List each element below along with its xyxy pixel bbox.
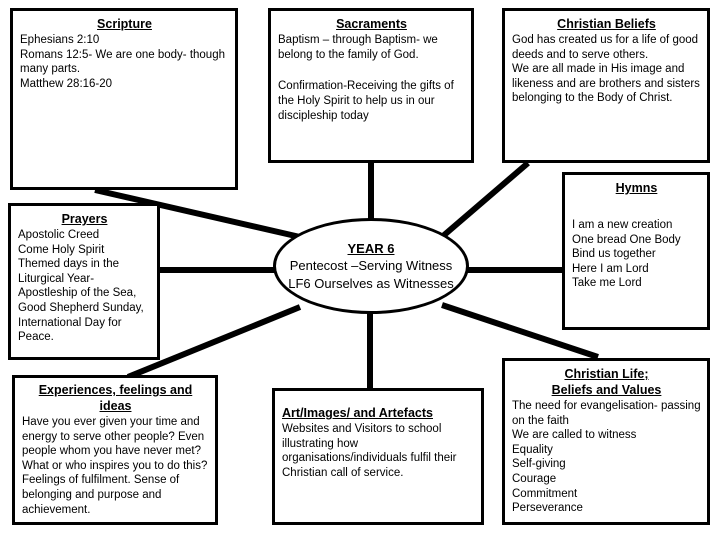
- node-hymns-title: Hymns: [615, 181, 658, 195]
- node-prayers[interactable]: Prayers Apostolic Creed Come Holy Spirit…: [8, 203, 160, 360]
- node-center-body: Pentecost –Serving Witness LF6 Ourselves…: [288, 257, 454, 291]
- node-prayers-body: Apostolic Creed Come Holy Spirit Themed …: [18, 229, 144, 344]
- node-sacraments-title: Sacraments: [336, 17, 407, 31]
- node-christian-beliefs[interactable]: Christian Beliefs God has created us for…: [502, 8, 710, 163]
- node-center-title: YEAR 6: [347, 240, 395, 256]
- node-art-body: Websites and Visitors to school illustra…: [282, 423, 457, 479]
- node-experiences-title: Experiences, feelings and ideas: [38, 383, 193, 413]
- node-scripture-body: Ephesians 2:10 Romans 12:5- We are one b…: [20, 34, 225, 90]
- node-experiences-feelings-ideas[interactable]: Experiences, feelings and ideas Have you…: [12, 375, 218, 525]
- node-christian-life-body: The need for evangelisation- passing on …: [512, 400, 701, 515]
- node-sacraments[interactable]: Sacraments Baptism – through Baptism- we…: [268, 8, 474, 163]
- node-scripture[interactable]: Scripture Ephesians 2:10 Romans 12:5- We…: [10, 8, 238, 190]
- node-christian-life-title: Christian Life; Beliefs and Values: [551, 367, 662, 397]
- node-sacraments-body: Baptism – through Baptism- we belong to …: [278, 34, 454, 123]
- node-hymns-body: I am a new creation One bread One Body B…: [572, 219, 681, 290]
- node-christian-life-beliefs-values[interactable]: Christian Life; Beliefs and Values The n…: [502, 358, 710, 525]
- node-experiences-body: Have you ever given your time and energy…: [22, 416, 208, 516]
- node-art-images-artefacts[interactable]: Art/Images/ and Artefacts Websites and V…: [272, 388, 484, 525]
- node-center-topic[interactable]: YEAR 6 Pentecost –Serving Witness LF6 Ou…: [273, 218, 469, 314]
- node-christian-beliefs-body: God has created us for a life of good de…: [512, 34, 700, 105]
- node-prayers-title: Prayers: [61, 212, 108, 226]
- node-hymns[interactable]: Hymns I am a new creation One bread One …: [562, 172, 710, 330]
- connector-beliefs: [441, 160, 530, 239]
- node-christian-beliefs-title: Christian Beliefs: [557, 17, 656, 31]
- node-scripture-title: Scripture: [97, 17, 152, 31]
- node-art-title: Art/Images/ and Artefacts: [282, 406, 433, 420]
